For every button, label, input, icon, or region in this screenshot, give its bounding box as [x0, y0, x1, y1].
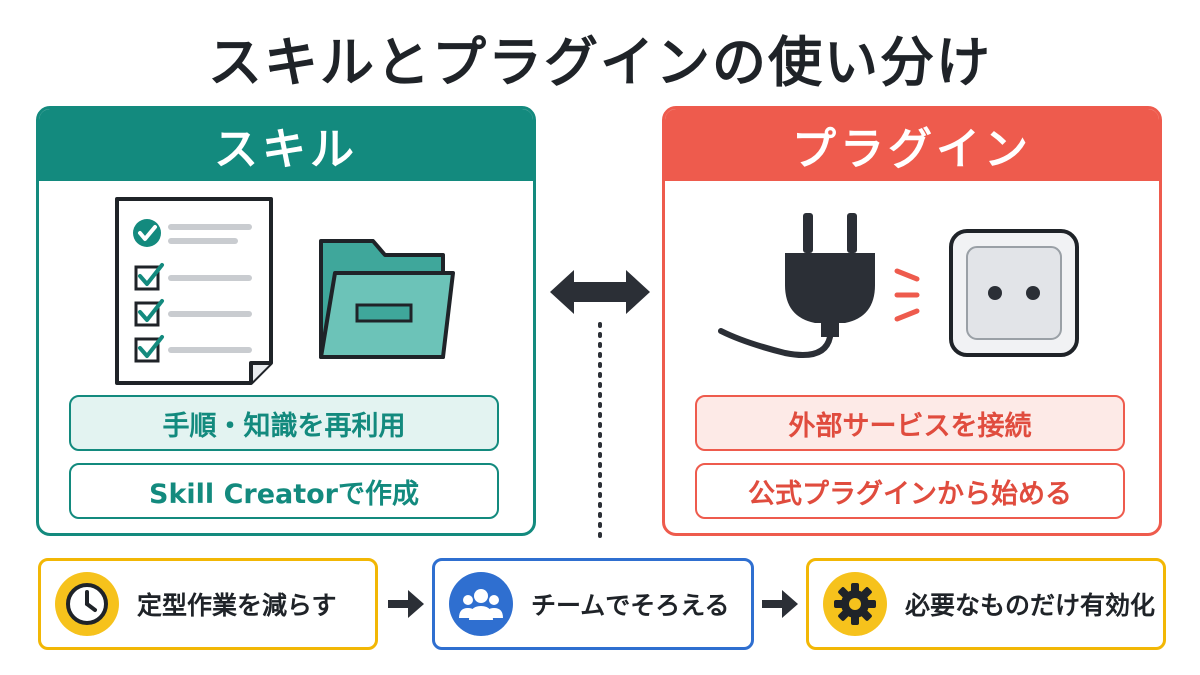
step-enable-needed: 必要なものだけ有効化	[806, 558, 1166, 650]
step-label: 定型作業を減らす	[137, 591, 337, 620]
plug-icon	[718, 213, 875, 358]
skill-illustration	[115, 197, 455, 385]
step-label: チームでそろえる	[531, 591, 730, 620]
plugin-item-connect: 外部サービスを接続	[695, 395, 1125, 451]
page-title: スキルとプラグインの使い分け	[208, 31, 992, 94]
skill-heading: スキル	[39, 109, 533, 181]
plugin-item-official: 公式プラグインから始める	[695, 463, 1125, 519]
spark-lines-icon	[894, 268, 920, 322]
plugin-panel: プラグイン 外部サービスを接続 公式プラグインから始める	[662, 106, 1162, 536]
clock-icon	[55, 572, 119, 636]
step-team-align: チームでそろえる	[432, 558, 754, 650]
plugin-illustration	[718, 213, 1079, 358]
team-icon	[449, 572, 513, 636]
skill-item-creator: Skill Creatorで作成	[69, 463, 499, 519]
checklist-document-icon	[115, 197, 273, 385]
plugin-heading: プラグイン	[665, 109, 1159, 181]
outlet-icon	[949, 229, 1079, 357]
skill-panel: スキル 手順・知識を再利用 Skill Creatorで作成	[36, 106, 536, 536]
double-arrow-icon	[550, 270, 650, 314]
center-connector	[550, 270, 650, 546]
skill-item-reuse: 手順・知識を再利用	[69, 395, 499, 451]
step-label: 必要なものだけ有効化	[905, 591, 1156, 620]
step-reduce-routine: 定型作業を減らす	[38, 558, 378, 650]
arrow-right-icon	[388, 590, 424, 618]
arrow-right-icon	[762, 590, 798, 618]
gear-icon	[823, 572, 887, 636]
folder-icon	[319, 239, 455, 359]
